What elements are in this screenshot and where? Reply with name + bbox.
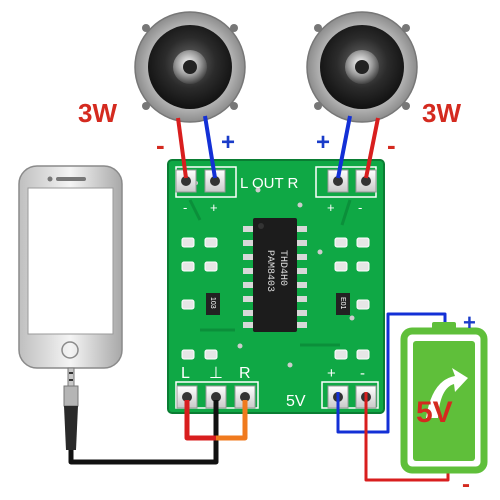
pam8403-chip: PAM8403 THD4H0: [243, 218, 307, 332]
battery-voltage-label: 5V: [416, 396, 453, 429]
capacitor-pads: [181, 237, 370, 360]
right-speaker-power: 3W: [422, 98, 461, 128]
battery-icon: [400, 322, 488, 474]
charging-arrow-icon: [426, 368, 468, 418]
speaker-right-icon: [306, 11, 418, 123]
input-gnd-label: ⊥: [209, 365, 223, 382]
speaker-left-icon: [134, 11, 246, 123]
power-plus-label: +: [327, 365, 336, 382]
resistor-right: E01: [336, 293, 350, 315]
amplifier-board: PAM8403 THD4H0 103 E01 L OUT R - + + - L: [167, 159, 385, 414]
left-speaker-power: 3W: [78, 98, 117, 128]
audio-jack-icon: [63, 367, 79, 450]
out-plus-right: +: [327, 200, 335, 215]
battery-plus-label: +: [463, 310, 476, 335]
power-minus-label: -: [360, 365, 365, 382]
smartphone-icon: [18, 165, 123, 369]
left-plus-label: +: [221, 129, 235, 156]
out-plus-left: +: [210, 200, 218, 215]
out-minus-left: -: [183, 200, 187, 215]
battery-minus-label: -: [462, 471, 470, 498]
solder-pads: [175, 169, 377, 409]
right-plus-label: +: [316, 129, 330, 156]
chip-label-line1: PAM8403: [264, 250, 275, 292]
speaker-wires: [176, 115, 380, 179]
left-minus-label: -: [156, 130, 165, 160]
audio-cable: [68, 400, 248, 465]
out-label: L OUT R: [240, 175, 299, 192]
svg-text:103: 103: [209, 297, 216, 309]
power-wires: [336, 312, 450, 482]
svg-text:E01: E01: [339, 297, 346, 310]
right-minus-label: -: [387, 130, 396, 160]
input-l-label: L: [181, 365, 190, 382]
resistor-left: 103: [206, 293, 220, 315]
chip-label-line2: THD4H0: [277, 250, 288, 286]
input-r-label: R: [239, 365, 251, 382]
out-minus-right: -: [358, 200, 362, 215]
power-label: 5V: [286, 393, 306, 410]
